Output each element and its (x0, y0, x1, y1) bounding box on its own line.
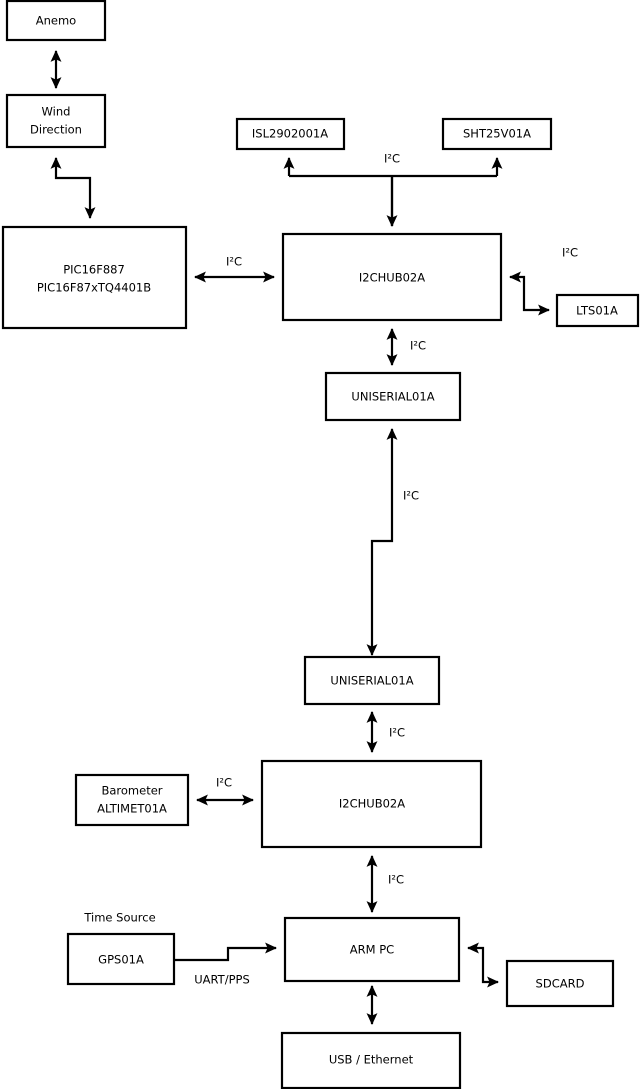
block-barometer-label-line2: ALTIMET01A (97, 802, 167, 816)
block-wind-direction[interactable]: Wind Direction (5, 93, 107, 149)
edge-label-pic-hub-i2c: I²C (226, 255, 242, 269)
connector-armpc-sdcard (467, 942, 499, 988)
block-anemo-label: Anemo (36, 14, 76, 28)
block-sdcard-rect[interactable] (505, 959, 615, 1008)
block-pic-mcu-label-line2: PIC16F87xTQ4401B (37, 281, 151, 295)
block-usb-ethernet[interactable]: USB / Ethernet (280, 1031, 462, 1089)
block-sht25v01a[interactable]: SHT25V01A (441, 117, 553, 151)
block-uniserial01a-top[interactable]: UNISERIAL01A (324, 371, 462, 422)
block-arm-pc-label: ARM PC (350, 943, 394, 957)
block-uniserial01a-bottom[interactable]: UNISERIAL01A (303, 655, 441, 706)
block-i2chub02a-bottom-label: I2CHUB02A (339, 797, 405, 811)
connector-uniserial-link (366, 428, 398, 656)
block-lts01a-rect[interactable] (555, 293, 640, 328)
block-usb-ethernet-rect[interactable] (280, 1031, 462, 1089)
block-sht25v01a-rect[interactable] (441, 117, 553, 151)
block-i2chub02a-bottom-rect[interactable] (260, 759, 483, 849)
edge-label-hub-lts-i2c: I²C (562, 246, 578, 260)
edge-label-hub-uniserial-i2c: I²C (410, 339, 426, 353)
block-arm-pc[interactable]: ARM PC (283, 916, 461, 983)
block-wind-direction-rect[interactable] (5, 93, 107, 149)
block-isl2902001a-rect[interactable] (235, 117, 346, 151)
block-sdcard[interactable]: SDCARD (505, 959, 615, 1008)
block-lts01a-label: LTS01A (576, 304, 618, 318)
block-lts01a[interactable]: LTS01A (555, 293, 640, 328)
block-sdcard-label: SDCARD (536, 977, 585, 991)
block-isl2902001a-label: ISL2902001A (252, 127, 328, 141)
block-barometer-rect[interactable] (74, 773, 190, 827)
block-gps01a-label: GPS01A (98, 953, 144, 967)
block-anemo-rect[interactable] (5, 0, 107, 42)
block-wind-direction-label-line2: Direction (30, 123, 82, 137)
block-i2chub02a-top-rect[interactable] (281, 232, 503, 322)
block-gps01a-rect[interactable] (66, 932, 176, 986)
block-barometer-label-line1: Barometer (101, 784, 162, 798)
block-i2chub02a-bottom[interactable]: I2CHUB02A (260, 759, 483, 849)
block-i2chub02a-top[interactable]: I2CHUB02A (281, 232, 503, 322)
block-isl2902001a[interactable]: ISL2902001A (235, 117, 346, 151)
block-uniserial01a-bottom-label: UNISERIAL01A (330, 674, 413, 688)
edge-label-uniserial-link-i2c: I²C (403, 489, 419, 503)
block-barometer[interactable]: Barometer ALTIMET01A (74, 773, 190, 827)
connector-wind-pic (50, 157, 96, 219)
connector-gps-armpc (174, 942, 277, 962)
edge-label-hub-armpc-i2c: I²C (388, 873, 404, 887)
block-uniserial01a-top-label: UNISERIAL01A (351, 390, 434, 404)
block-usb-ethernet-label: USB / Ethernet (329, 1053, 414, 1067)
block-pic-mcu-rect[interactable] (1, 225, 188, 330)
block-gps01a[interactable]: GPS01A (66, 932, 176, 986)
edge-label-uniserial-hub-bot-i2c: I²C (389, 726, 405, 740)
block-uniserial01a-bottom-rect[interactable] (303, 655, 441, 706)
connector-hub-lts (509, 271, 550, 316)
block-uniserial01a-top-rect[interactable] (324, 371, 462, 422)
edge-label-top-bus-i2c: I²C (384, 152, 400, 166)
block-wind-direction-label-line1: Wind (42, 105, 71, 119)
edge-label-barometer-hub-i2c: I²C (216, 776, 232, 790)
block-i2chub02a-top-label: I2CHUB02A (359, 271, 425, 285)
block-pic-mcu[interactable]: PIC16F887 PIC16F87xTQ4401B (1, 225, 188, 330)
block-anemo[interactable]: Anemo (5, 0, 107, 42)
edge-label-gps-armpc-uart: UART/PPS (194, 973, 250, 987)
label-time-source: Time Source (83, 911, 155, 925)
block-pic-mcu-label-line1: PIC16F887 (63, 263, 125, 277)
block-sht25v01a-label: SHT25V01A (463, 127, 531, 141)
block-arm-pc-rect[interactable] (283, 916, 461, 983)
